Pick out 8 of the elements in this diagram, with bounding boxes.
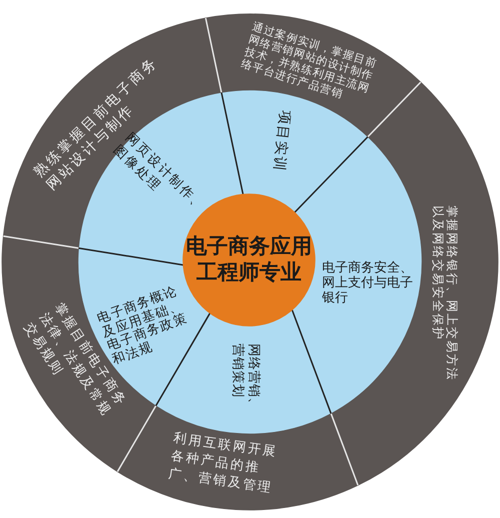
segment-label: 通过案例实训，掌握目前网络营销网站的设计制作技术，并熟练利用主流网络平台进行产品营销 <box>239 20 380 103</box>
outer-ring-segment <box>117 405 358 510</box>
center-label: 电子商务应用工程师专业 <box>185 233 313 285</box>
segment-label: 项目实训 <box>269 109 293 175</box>
segment-label: 网络营销、营销策划 <box>229 343 261 413</box>
segment-label: 电子商务安全、网上支付与电子银行 <box>322 260 414 305</box>
segment-label: 利用互联网开展各种产品的推广、营销及管理 <box>167 430 280 498</box>
segment-label: 掌握网络银行、网上交易方法以及网络交易安全保护 <box>431 205 459 383</box>
